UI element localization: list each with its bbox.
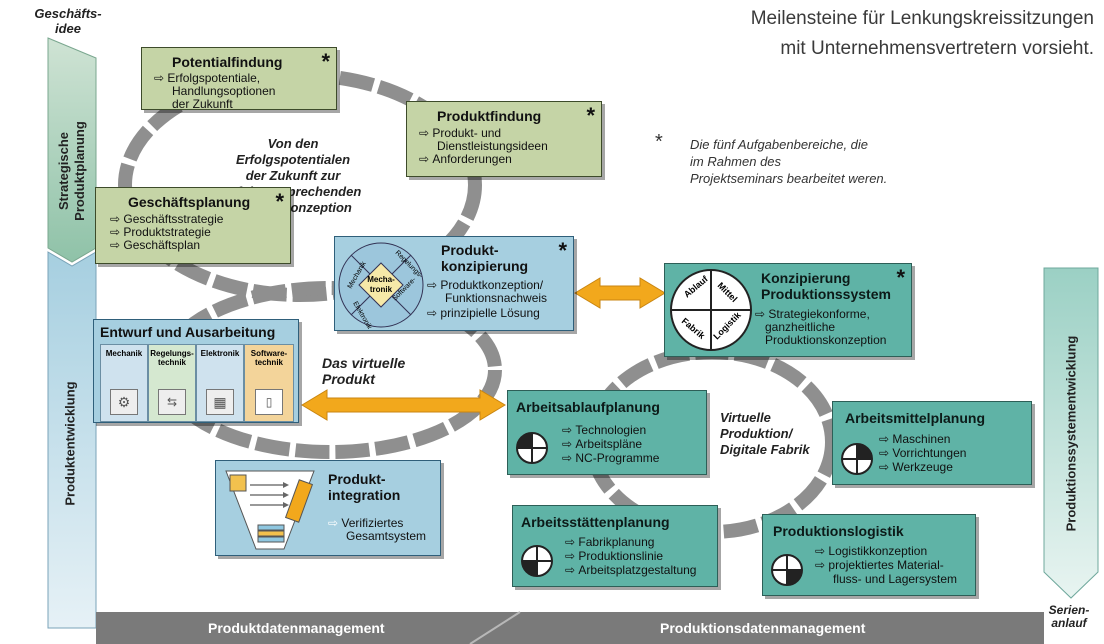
arbeitsmittel-item-3: Werkzeuge [879,461,952,474]
production-wheel: Ablauf Mittel Logistik Fabrik [670,269,752,351]
section-strategic-planning: Strategische Produktplanung [56,121,87,221]
konzipierung-ps-item: Strategiekonforme, [755,308,869,321]
quadrant-icon [516,432,548,464]
bar-label-produktionsdaten: Produktionsdatenmanagement [660,620,866,636]
produktionslogistik-title: Produktionslogistik [773,523,904,539]
star-marker: * [321,49,330,74]
box-produktkonzipierung: Mecha- tronik Mechanik Regelungs- Softwa… [334,236,574,331]
end-label: Serien- anlauf [1048,603,1090,630]
discipline-label: Mechanik [105,349,143,358]
box-produktintegration: Produkt- integration Verifiziertes Gesam… [215,460,441,556]
star-marker: * [558,238,567,263]
footnote-marker: * [655,131,663,153]
discipline-regelungstechnik: Regelungs- technik ⇆ [148,344,196,422]
arbeitsstaetten-item-1: Fabrikplanung [565,536,654,549]
discipline-label: Elektronik [200,349,240,358]
arbeitsstaetten-title: Arbeitsstättenplanung [521,514,670,530]
star-marker: * [586,103,595,128]
box-konzipierung-produktionssystem: Ablauf Mittel Logistik Fabrik Konzipieru… [664,263,912,357]
produktfindung-item-1-cont: Dienstleistungsideen [437,139,548,153]
geschaeftsplanung-item-3: Geschäftsplan [110,239,290,252]
section-product-development: Produktentwicklung [62,381,78,506]
wheel-center-2: tronik [370,285,393,294]
left-phase-band [47,37,97,629]
right-phase-band [1043,267,1099,599]
produktintegration-item-cont: Gesamtsystem [346,529,427,543]
cycle-label-virtual-production: Virtuelle Produktion/ Digitale Fabrik [720,410,810,457]
potentialfindung-item-cont: Handlungsoptionen der Zukunft [172,84,276,111]
discipline-mechanik: Mechanik ⚙ [100,344,148,422]
start-label: Geschäfts- idee [34,6,102,36]
geschaeftsplanung-title: Geschäftsplanung [128,194,251,210]
footnote-text: Die fünf Aufgabenbereiche, die im Rahmen… [690,137,888,186]
chip-icon: ▦ [206,389,234,415]
box-geschaeftsplanung: Geschäftsplanung Geschäftsstrategie Prod… [95,187,291,264]
data-management-bar [96,611,1044,644]
produktfindung-title: Produktfindung [437,108,542,124]
arbeitsablauf-item-3: NC-Programme [562,452,659,465]
produktionslogistik-item-2: projektiertes Material- [815,559,943,572]
mechanik-icon: ⚙ [110,389,138,415]
arbeitsstaetten-item-3: Arbeitsplatzgestaltung [565,564,696,577]
geschaeftsplanung-item-2: Produktstrategie [110,226,290,239]
box-arbeitsablaufplanung: Arbeitsablaufplanung Technologien Arbeit… [507,390,707,475]
bar-label-produktdaten: Produktdatenmanagement [208,620,385,636]
konzipierung-ps-title: Konzipierung Produktionssystem [761,270,891,302]
geschaeftsplanung-item-1: Geschäftsstrategie [110,213,290,226]
section-production-system-development: Produktionssystementwicklung [1063,335,1079,532]
produktfindung-item-1: Produkt- und [419,127,601,140]
potentialfindung-item: Erfolgspotentiale, [154,72,336,85]
discipline-elektronik: Elektronik ▦ [196,344,244,422]
star-marker: * [896,265,905,290]
cycle-label-virtual-product: Das virtuelle Produkt [322,355,406,387]
intro-text: Meilensteine für Lenkungskreissitzungen … [750,8,1094,59]
quadrant-icon [771,554,803,586]
entwurf-title: Entwurf und Ausarbeitung [100,324,276,340]
produktkonzipierung-item-2: prinzipielle Lösung [427,307,539,320]
arbeitsmittel-item-1: Maschinen [879,433,950,446]
integration-v-icon [225,470,315,550]
produktkonzipierung-item-1: Produktkonzeption/ [427,279,543,292]
arbeitsablauf-item-2: Arbeitspläne [562,438,642,451]
produktionslogistik-item-2-cont: fluss- und Lagersystem [833,572,958,586]
software-icon: ▯ [255,389,283,415]
arbeitsmittel-title: Arbeitsmittelplanung [845,410,986,426]
produktintegration-title: Produkt- integration [328,471,401,503]
mechatronics-wheel: Mecha- tronik Mechanik Regelungs- Softwa… [338,242,424,329]
star-marker: * [275,189,284,214]
discipline-label: Software- technik [250,349,288,367]
arbeitsmittel-item-2: Vorrichtungen [879,447,966,460]
wheel-center-1: Mecha- [367,275,395,284]
arbeitsablauf-title: Arbeitsablaufplanung [516,399,660,415]
quadrant-icon [521,545,553,577]
produktionslogistik-item-1: Logistikkonzeption [815,545,927,558]
control-loop-icon: ⇆ [158,389,186,415]
konzipierung-ps-item-cont: ganzheitliche Produktionskonzeption [765,320,887,347]
quadrant-icon [841,443,873,475]
discipline-softwaretechnik: Software- technik ▯ [244,344,294,422]
box-arbeitsmittelplanung: Arbeitsmittelplanung Maschinen Vorrichtu… [832,401,1032,485]
potentialfindung-title: Potentialfindung [172,54,283,70]
box-produktfindung: Produktfindung Produkt- und Dienstleistu… [406,101,602,177]
discipline-label: Regelungs- technik [150,349,194,367]
produktkonzipierung-item-1-cont: Funktionsnachweis [445,291,548,305]
box-arbeitsstaettenplanung: Arbeitsstättenplanung Fabrikplanung Prod… [512,505,718,587]
arbeitsstaetten-item-2: Produktionslinie [565,550,663,563]
produktintegration-item: Verifiziertes [328,517,403,530]
produktkonzipierung-title: Produkt- konzipierung [441,242,529,274]
produktfindung-item-2: Anforderungen [419,153,601,166]
box-potentialfindung: Potentialfindung Erfolgspotentiale, Hand… [141,47,337,111]
box-entwurf: Entwurf und Ausarbeitung Mechanik ⚙ Rege… [93,319,299,423]
arbeitsablauf-item-1: Technologien [562,424,646,437]
box-produktionslogistik: Produktionslogistik Logistikkonzeption p… [762,514,976,596]
